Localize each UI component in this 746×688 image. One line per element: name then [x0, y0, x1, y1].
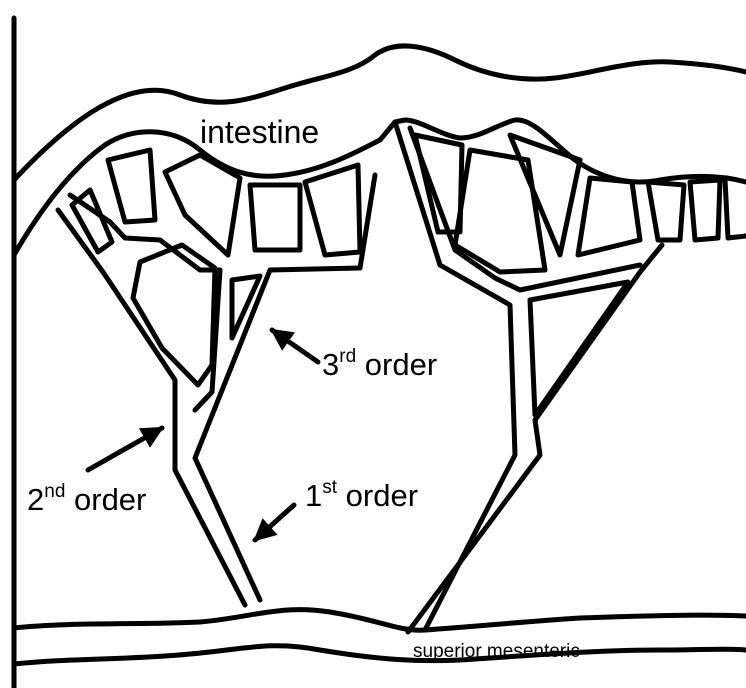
vasa-recta-loop — [415, 135, 462, 232]
right-vessel-tree — [395, 122, 746, 632]
label-first-order: 1st order — [305, 477, 418, 513]
vasa-recta-loop — [108, 150, 155, 222]
vasa-recta-loop — [165, 155, 240, 255]
label-second-order-number: 2 — [27, 482, 44, 517]
vasa-recta-loop — [250, 185, 300, 250]
vessel-outline — [195, 175, 375, 600]
vessel-outline — [408, 245, 662, 632]
label-third-order: 3rd order — [322, 346, 437, 382]
arcade-loop — [530, 282, 628, 415]
label-first-order-superscript: st — [322, 477, 338, 498]
label-third-order-superscript: rd — [339, 346, 356, 367]
label-intestine: intestine — [200, 114, 319, 150]
vasa-recta-loop — [455, 150, 545, 272]
arrow-second-order — [88, 428, 162, 470]
label-second-order: 2nd order — [27, 481, 146, 517]
label-second-order-word: order — [65, 482, 146, 517]
label-first-order-word: order — [337, 478, 418, 513]
vasa-recta-loop — [648, 182, 684, 240]
label-first-order-number: 1 — [305, 478, 322, 513]
arrow-third-order — [272, 330, 318, 362]
label-third-order-number: 3 — [322, 347, 339, 382]
superior-mesenteric-artery-lower-wall — [14, 646, 746, 664]
label-superior-mesenteric: superior mesenteric — [413, 641, 580, 662]
arrow-first-order — [255, 505, 294, 540]
label-second-order-superscript: nd — [44, 481, 65, 502]
superior-mesenteric-artery-upper-wall — [14, 610, 746, 631]
arcade-loop — [133, 245, 215, 385]
vessel-outline — [725, 180, 746, 238]
vasa-recta-loop — [690, 180, 720, 240]
label-third-order-word: order — [356, 347, 437, 382]
intestine-outer-wall — [14, 46, 746, 180]
vasa-recta-loop — [578, 178, 640, 255]
vasa-recta-loop — [305, 165, 360, 255]
